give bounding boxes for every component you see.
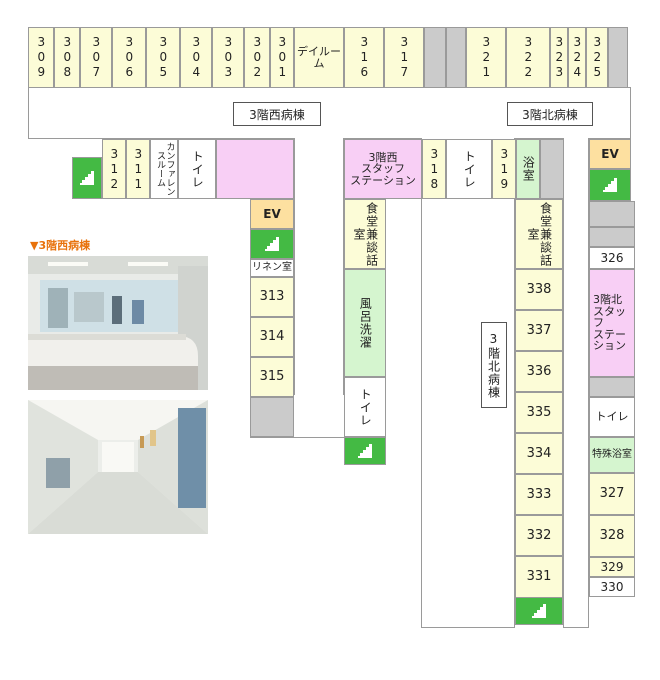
room-301[interactable]: 301: [270, 27, 294, 88]
room-328[interactable]: 328: [589, 515, 635, 557]
room-335[interactable]: 335: [515, 392, 563, 433]
room-337[interactable]: 337: [515, 310, 563, 351]
room-314[interactable]: 314: [250, 317, 294, 357]
photo-nurse-station: [28, 256, 208, 390]
room-325[interactable]: 325: [586, 27, 608, 88]
room-332[interactable]: 332: [515, 515, 563, 556]
room-326[interactable]: 326: [589, 247, 635, 269]
pink-room-west: [216, 139, 294, 199]
gray-block-north-outer-3: [589, 377, 635, 397]
room-321[interactable]: 321: [466, 27, 506, 88]
room-307[interactable]: 307: [80, 27, 112, 88]
room-324[interactable]: 324: [568, 27, 586, 88]
conference-room[interactable]: カンファレンスルーム: [150, 139, 178, 199]
room-333[interactable]: 333: [515, 474, 563, 515]
toilet-west[interactable]: トイレ: [178, 139, 216, 199]
room-306[interactable]: 306: [112, 27, 146, 88]
gray-top-3: [608, 27, 628, 88]
bath-room[interactable]: 浴室: [516, 139, 540, 199]
stairs-north-bottom: [515, 597, 563, 625]
dining-room-north[interactable]: 食堂兼談話室: [515, 199, 563, 269]
room-323[interactable]: 323: [550, 27, 568, 88]
ward-label-west: 3階西病棟: [233, 102, 321, 126]
stairs-middle: [344, 437, 386, 465]
gray-top-2: [446, 27, 466, 88]
room-330[interactable]: 330: [589, 577, 635, 597]
north-right-corridor: [563, 138, 589, 628]
gray-block-north-outer-2: [589, 227, 635, 247]
stairs-icon: [265, 237, 279, 251]
stairs-west-2: [250, 229, 294, 259]
room-308[interactable]: 308: [54, 27, 80, 88]
toilet-middle[interactable]: トイレ: [446, 139, 492, 199]
stairs-icon: [603, 178, 617, 192]
elevator-west[interactable]: EV: [250, 199, 294, 229]
stairs-icon: [532, 604, 546, 618]
room-338[interactable]: 338: [515, 269, 563, 310]
room-327[interactable]: 327: [589, 473, 635, 515]
room-304[interactable]: 304: [180, 27, 212, 88]
room-311[interactable]: 311: [126, 139, 150, 199]
dining-room-west[interactable]: 食堂兼談話室: [344, 199, 386, 269]
room-315[interactable]: 315: [250, 357, 294, 397]
room-313[interactable]: 313: [250, 277, 294, 317]
room-316[interactable]: 316: [344, 27, 384, 88]
bath-laundry[interactable]: 風呂洗濯: [344, 269, 386, 377]
linen-room[interactable]: リネン室: [250, 259, 294, 277]
toilet-middle-2[interactable]: トイレ: [344, 377, 386, 437]
room-336[interactable]: 336: [515, 351, 563, 392]
room-318[interactable]: 318: [422, 139, 446, 199]
staff-station-west[interactable]: 3階西 スタッフ ステーション: [344, 139, 422, 199]
gray-block-north-outer: [589, 201, 635, 227]
room-302[interactable]: 302: [244, 27, 270, 88]
gray-block-west: [250, 397, 294, 437]
toilet-north[interactable]: トイレ: [589, 397, 635, 437]
special-bath[interactable]: 特殊浴室: [589, 437, 635, 473]
stairs-icon: [358, 444, 372, 458]
elevator-north[interactable]: EV: [589, 139, 631, 169]
photo-corridor: [28, 400, 208, 534]
gray-top-1: [424, 27, 446, 88]
room-319[interactable]: 319: [492, 139, 516, 199]
ward-label-north-vertical: 3階北病棟: [481, 322, 507, 408]
room-303[interactable]: 303: [212, 27, 244, 88]
stairs-west-1: [72, 157, 102, 199]
room-309[interactable]: 309: [28, 27, 54, 88]
day-room[interactable]: デイルーム: [294, 27, 344, 88]
stairs-icon: [80, 171, 94, 185]
photo-caption: ▼3階西病棟: [30, 239, 91, 252]
room-329[interactable]: 329: [589, 557, 635, 577]
room-331[interactable]: 331: [515, 556, 563, 598]
staff-station-north[interactable]: 3階北 スタッフ ステーション: [589, 269, 635, 377]
room-312[interactable]: 312: [102, 139, 126, 199]
west-lower-corridor: [294, 138, 344, 438]
stairs-north-top: [589, 169, 631, 201]
room-334[interactable]: 334: [515, 433, 563, 474]
ward-label-north: 3階北病棟: [507, 102, 593, 126]
room-317[interactable]: 317: [384, 27, 424, 88]
room-322[interactable]: 322: [506, 27, 550, 88]
room-305[interactable]: 305: [146, 27, 180, 88]
gray-block-north: [540, 139, 564, 199]
